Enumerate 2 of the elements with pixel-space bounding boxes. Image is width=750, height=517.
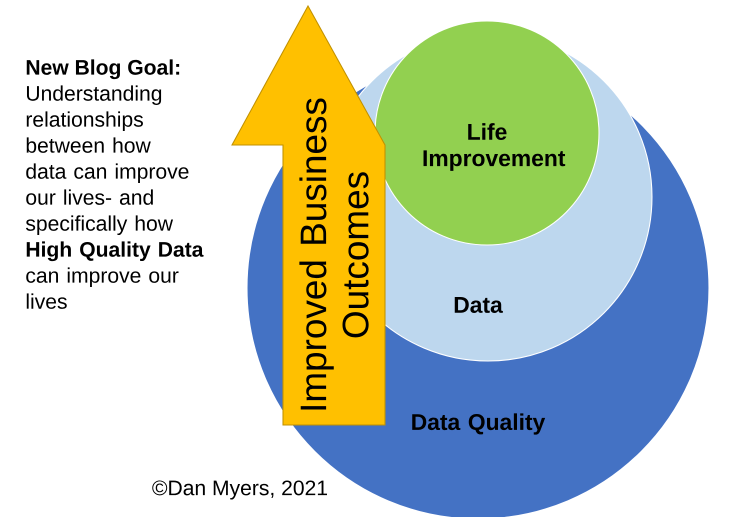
heading: New Blog Goal: (26, 59, 180, 80)
paragraph: Understanding relationships between how data can improve our lives- and specifically how High Quality Data can improve our lives (26, 85, 204, 309)
